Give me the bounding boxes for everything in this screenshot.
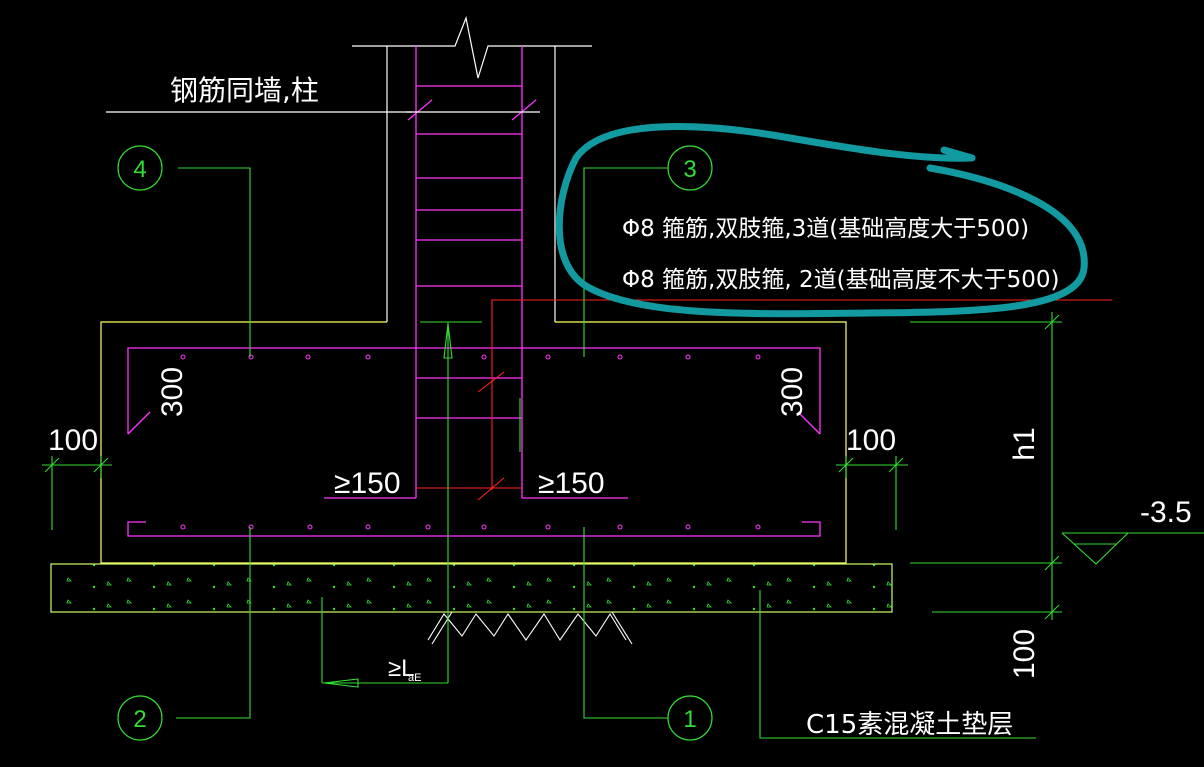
callout-2: 2 [117, 695, 163, 741]
footing-outline [100, 321, 847, 564]
svg-text:2: 2 [133, 706, 146, 733]
svg-text:≥L: ≥L [388, 655, 415, 682]
callout-3: 3 [667, 145, 713, 191]
wall-rebars [324, 46, 628, 499]
dim-offset-right: 100 [846, 424, 896, 457]
dim-cushion-thickness: 100 [1008, 629, 1041, 679]
cushion-layer [50, 563, 893, 613]
dim-hook-right: 300 [776, 367, 809, 417]
bottom-rebar [127, 521, 821, 537]
svg-text:3: 3 [683, 156, 696, 183]
svg-text:aE: aE [408, 672, 421, 684]
label-wall-column-rebar: 钢筋同墙,柱 [170, 74, 319, 107]
wall-break-line [106, 15, 592, 322]
dim-min-left: ≥150 [334, 467, 401, 500]
svg-text:1: 1 [683, 706, 696, 733]
dim-hook-left: 300 [156, 367, 189, 417]
svg-text:4: 4 [133, 156, 146, 183]
rebar-dots [180, 354, 761, 530]
dim-elevation: -3.5 [1140, 496, 1192, 529]
label-stirrup-2: Φ8 箍筋,双肢箍, 2道(基础高度不大于500) [622, 267, 1059, 293]
dim-min-right: ≥150 [538, 467, 605, 500]
top-rebar [127, 347, 821, 435]
soil-hatch [427, 611, 633, 645]
label-stirrup-3: Φ8 箍筋,双肢箍,3道(基础高度大于500) [622, 216, 1029, 242]
label-cushion: C15素混凝土垫层 [806, 710, 1013, 740]
highlight-marker [555, 123, 1088, 318]
dim-offset-left: 100 [48, 424, 98, 457]
label-anchorage-length: ≥L aE [388, 655, 421, 684]
section-line [416, 299, 1112, 501]
callout-4: 4 [117, 145, 163, 191]
callout-1: 1 [667, 695, 713, 741]
leader-lines [42, 167, 1204, 739]
dim-height-h1: h1 [1008, 427, 1041, 460]
